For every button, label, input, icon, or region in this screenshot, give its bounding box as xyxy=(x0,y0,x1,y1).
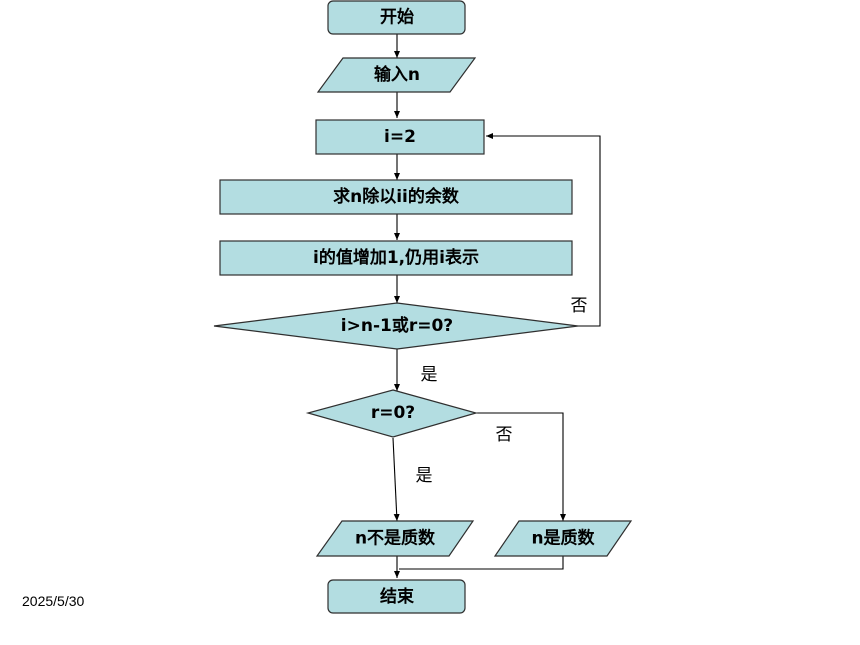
edge-rcheck-isprime xyxy=(476,412,566,521)
loop-yes-label: 是 xyxy=(421,365,438,385)
init-label: i=2 xyxy=(384,127,416,147)
r-yes-label: 是 xyxy=(416,466,433,486)
end-node: 结束 xyxy=(327,579,466,614)
start-node: 开始 xyxy=(327,0,466,35)
remainder-label: 求n除以ii的余数 xyxy=(333,186,460,207)
end-label: 结束 xyxy=(380,586,414,607)
increment-node: i的值增加1,仍用i表示 xyxy=(219,240,573,276)
is-prime-node: n是质数 xyxy=(493,520,633,557)
edge-isprime-end xyxy=(399,556,564,570)
edge-loop-back xyxy=(486,133,601,327)
r-check-node: r=0? xyxy=(305,389,479,438)
remainder-node: 求n除以ii的余数 xyxy=(219,179,573,215)
loop-no-label: 否 xyxy=(571,296,588,316)
init-node: i=2 xyxy=(315,119,485,155)
r-check-label: r=0? xyxy=(371,403,415,423)
increment-label: i的值增加1,仍用i表示 xyxy=(313,247,479,268)
start-label: 开始 xyxy=(380,7,414,28)
not-prime-label: n不是质数 xyxy=(355,528,436,549)
edge-rcheck-notprime xyxy=(392,437,400,522)
input-label: 输入n xyxy=(374,64,420,85)
r-no-label: 否 xyxy=(496,425,513,445)
loop-check-label: i>n-1或r=0? xyxy=(341,315,453,336)
not-prime-node: n不是质数 xyxy=(315,520,475,557)
is-prime-label: n是质数 xyxy=(531,528,595,549)
input-node: 输入n xyxy=(316,57,477,93)
slide-date: 2025/5/30 xyxy=(22,593,84,609)
edges xyxy=(392,34,601,578)
loop-check-node: i>n-1或r=0? xyxy=(213,302,579,350)
